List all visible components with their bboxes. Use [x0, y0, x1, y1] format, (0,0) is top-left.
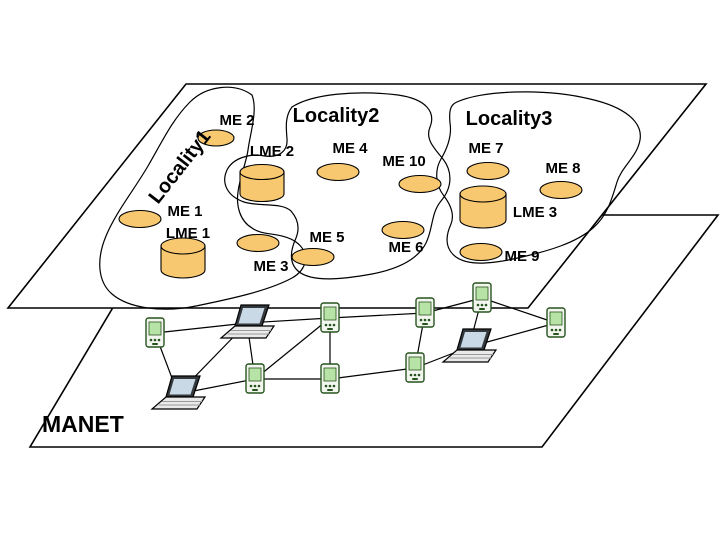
node-me9-label: ME 9 [504, 248, 539, 265]
handheld-icon [245, 363, 265, 394]
handheld-icon [320, 302, 340, 333]
locality2-label: Locality2 [293, 105, 380, 127]
lme-shapes [160, 163, 507, 279]
node-me2-label: ME 2 [219, 112, 254, 129]
locality3-outline [436, 91, 641, 264]
node-lme1-label: LME 1 [166, 225, 210, 242]
network-link [329, 367, 416, 380]
node-me9-ellipse [459, 242, 503, 262]
node-me8-label: ME 8 [545, 160, 580, 177]
manet-plane-label: MANET [42, 411, 124, 437]
node-me3-label: ME 3 [253, 258, 288, 275]
locality2-outline [224, 92, 451, 280]
node-me6-label: ME 6 [388, 239, 423, 256]
handheld-icon [145, 317, 165, 348]
node-me8-ellipse [539, 180, 583, 200]
handheld-icon [415, 297, 435, 328]
network-link [481, 297, 557, 324]
node-lme3-cylinder-top [459, 185, 507, 203]
node-me5-ellipse [291, 247, 335, 267]
node-me6-ellipse [381, 220, 425, 240]
handheld-icon [320, 363, 340, 394]
network-link [254, 317, 331, 380]
node-me7-label: ME 7 [468, 140, 503, 157]
locality3-label: Locality3 [466, 108, 553, 130]
node-me2-ellipse [197, 129, 235, 147]
network-link [329, 312, 426, 319]
handheld-icon [546, 307, 566, 338]
node-me3-ellipse [236, 233, 280, 253]
node-lme1-cylinder [160, 246, 206, 279]
node-lme3-label: LME 3 [513, 204, 557, 221]
node-lme2-cylinder [239, 172, 285, 203]
handheld-icon [405, 352, 425, 383]
node-me1-label: ME 1 [167, 203, 202, 220]
node-me1-ellipse [118, 209, 162, 229]
locality1-outline [99, 86, 306, 310]
node-lme2-cylinder-top [239, 163, 285, 181]
node-me4-ellipse [316, 162, 360, 182]
node-me7-ellipse [466, 161, 510, 181]
entity-shapes [118, 129, 583, 267]
node-me10-ellipse [398, 174, 442, 194]
node-me5-label: ME 5 [309, 229, 344, 246]
handheld-icon [472, 282, 492, 313]
node-lme1-cylinder-top [160, 237, 206, 255]
network-link [154, 322, 248, 334]
node-lme3-cylinder [459, 194, 507, 229]
node-lme2-label: LME 2 [250, 143, 294, 160]
node-me10-label: ME 10 [382, 153, 425, 170]
node-me4-label: ME 4 [332, 140, 368, 157]
